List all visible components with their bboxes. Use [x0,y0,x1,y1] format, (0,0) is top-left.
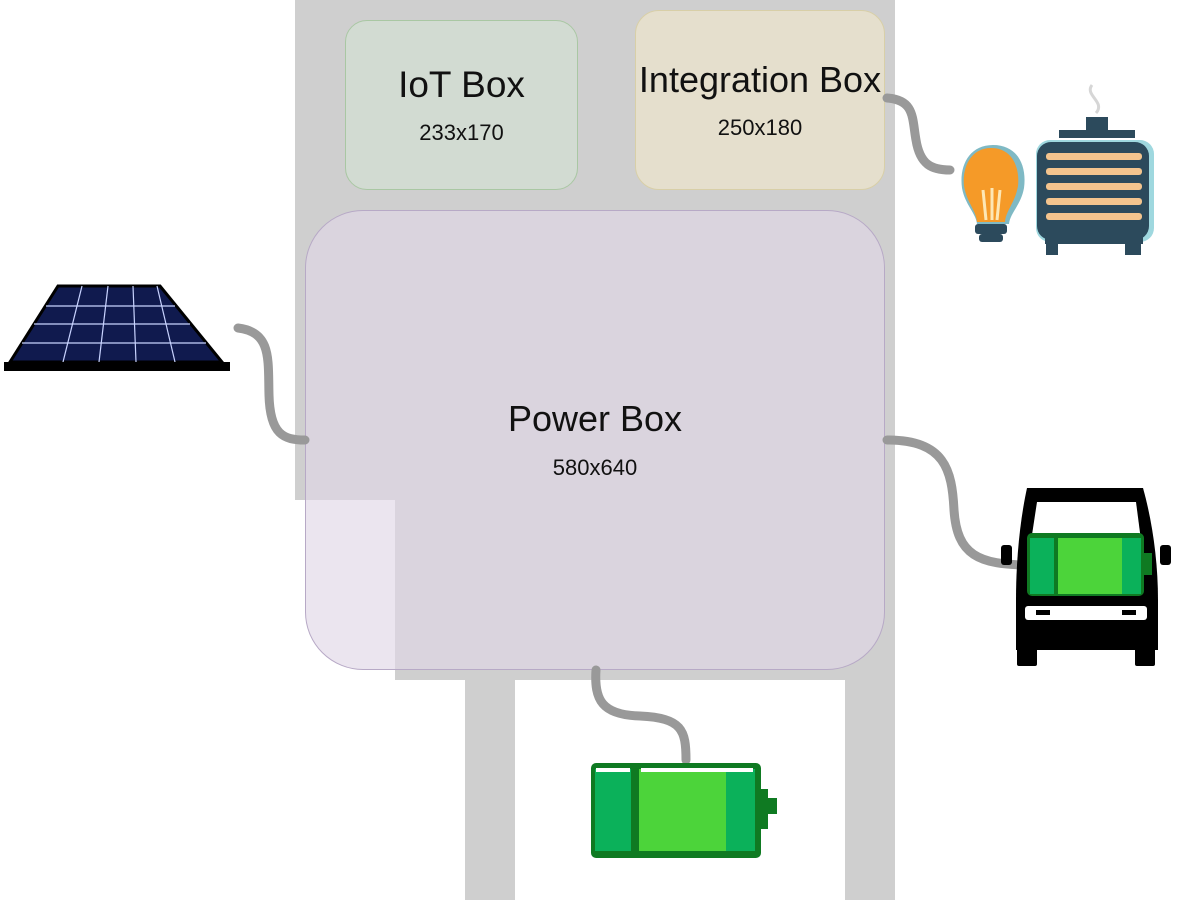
van-cable [882,435,1035,570]
power-box-title: Power Box [507,398,683,439]
power-box: Power Box 580x640 [305,210,885,670]
iot-box: IoT Box 233x170 [345,20,578,190]
battery-icon [591,763,777,858]
frame-leg-left [465,680,515,900]
integration-cable [882,93,955,175]
integration-box-dimensions: 250x180 [717,115,803,140]
light-bulb-icon [961,145,1025,242]
frame-leg-right [845,680,895,900]
power-box-dimensions: 580x640 [552,455,638,480]
iot-box-title: IoT Box [398,64,525,105]
solar-cable [233,323,310,445]
integration-box: Integration Box 250x180 [635,10,885,190]
heater-icon [1036,84,1154,255]
integration-box-title: Integration Box [638,59,882,100]
solar-panel-icon [4,284,230,371]
electric-van-icon [1001,488,1171,666]
battery-cable [591,665,691,765]
iot-box-dimensions: 233x170 [419,120,504,145]
